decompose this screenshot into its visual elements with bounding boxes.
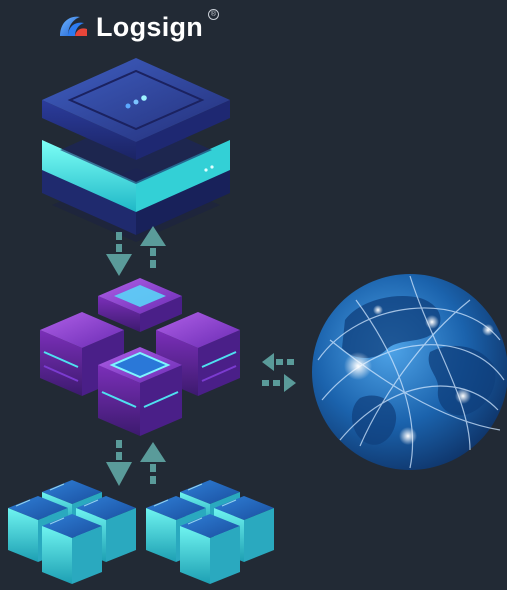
storage-node-icon (8, 480, 136, 584)
registered-mark: ® (208, 9, 219, 20)
appliance-icon (42, 58, 230, 242)
logo-text: Logsign (96, 11, 204, 42)
bidirectional-arrow-icon (262, 353, 296, 392)
bidirectional-arrow-icon (106, 226, 166, 276)
storage-node-icon (146, 480, 274, 584)
brand-logo: Logsign (56, 8, 203, 46)
bidirectional-arrow-icon (106, 440, 166, 486)
logsign-logo-icon (60, 16, 87, 36)
globe-icon (312, 274, 507, 470)
server-cluster-icon (40, 278, 240, 436)
